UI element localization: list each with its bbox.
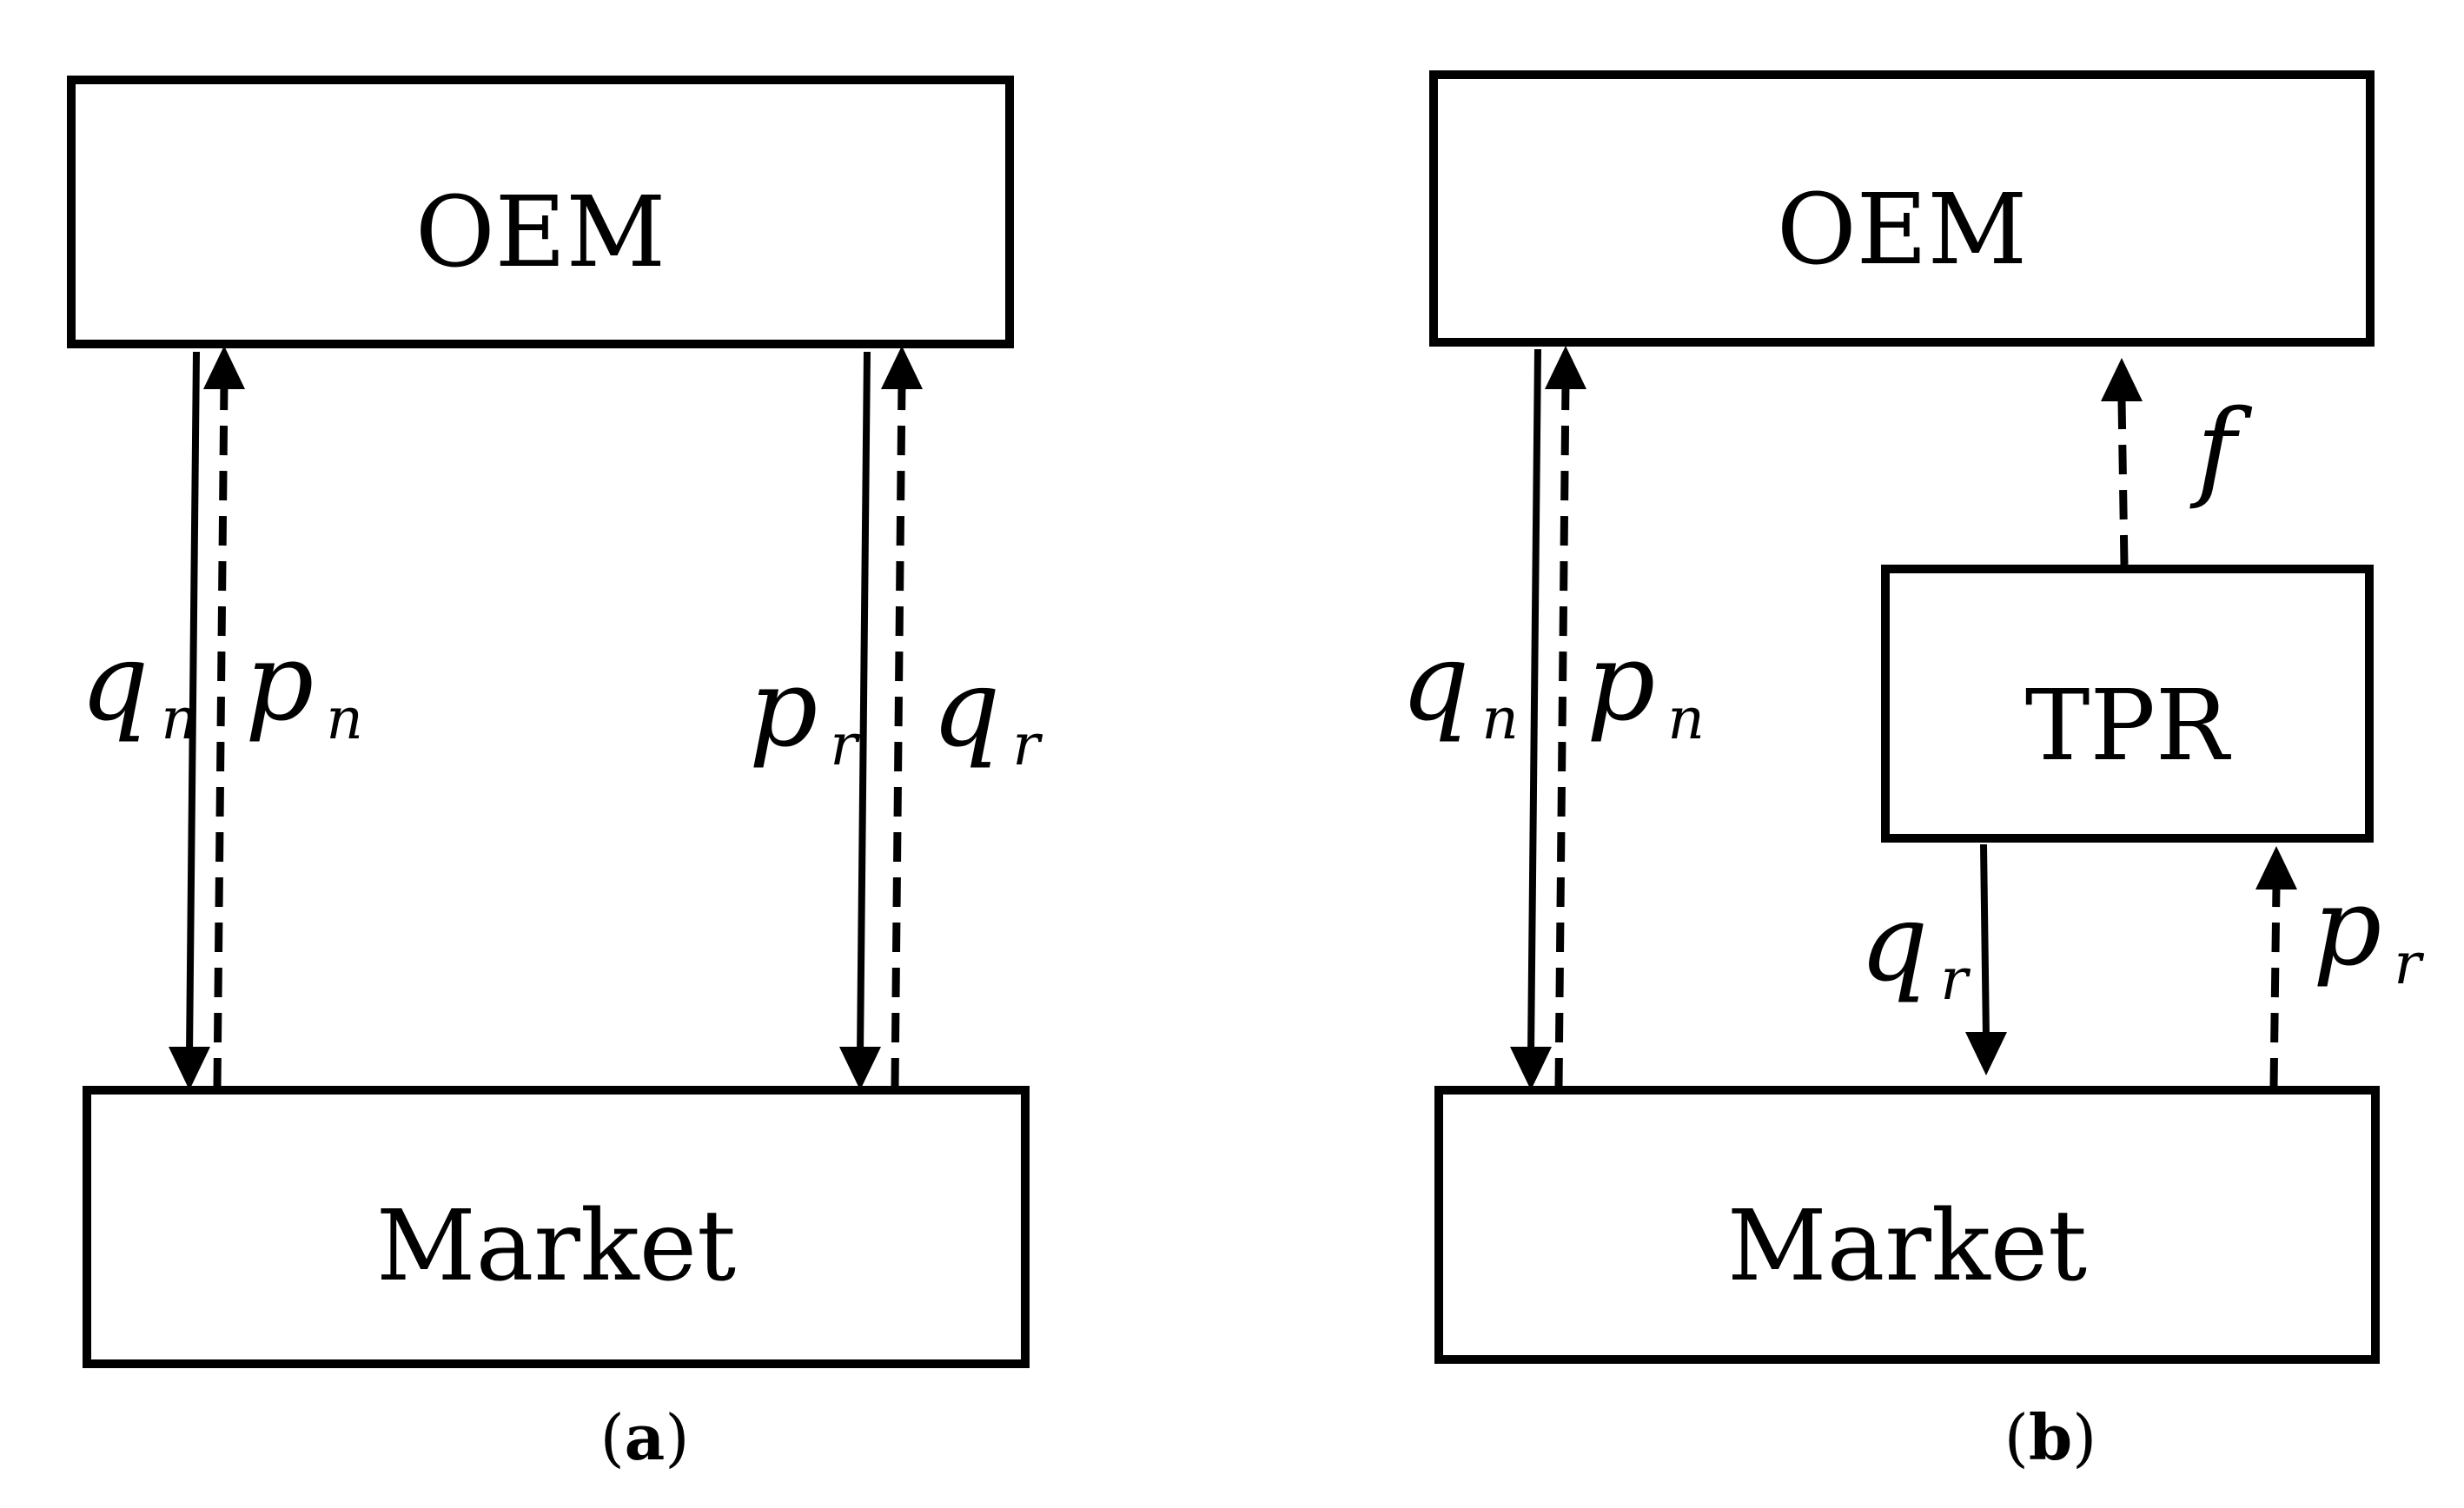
panel-a-oem-box <box>67 76 1014 348</box>
panel-a-oem-label: OEM <box>415 176 666 289</box>
panel-b-market-label: Market <box>1727 1190 2087 1303</box>
panel-b-flow-f-arrow <box>2101 358 2143 566</box>
panel-b-oem-box <box>1429 70 2375 347</box>
panel-b-flow-pr-arrow <box>2255 846 2297 1088</box>
panel-b-flow-qr-arrow <box>1965 843 2007 1075</box>
panel-b-flow-qn-arrow <box>1510 348 1552 1090</box>
panel-b-oem-label: OEM <box>1777 174 2027 287</box>
panel-b-caption: (b) <box>2004 1400 2097 1474</box>
panel-b-flow-pn-arrow <box>1545 346 1586 1088</box>
panel-b-tpr-box <box>1881 565 2374 843</box>
panel-b-label-f: f <box>2189 387 2253 513</box>
panel-a-caption: (a) <box>600 1400 690 1474</box>
panel-a-market-box <box>83 1086 1030 1368</box>
panel-b-market-box <box>1434 1086 2380 1364</box>
panel-a-flow-pr-arrow <box>839 351 881 1090</box>
panel-a-market-label: Market <box>376 1190 736 1303</box>
panel-a-flow-qn-arrow <box>169 351 210 1090</box>
panel-b-tpr-label: TPR <box>2025 670 2232 783</box>
panel-a-flow-pn-arrow <box>203 346 245 1088</box>
panel-a-flow-qr-arrow <box>881 346 923 1088</box>
